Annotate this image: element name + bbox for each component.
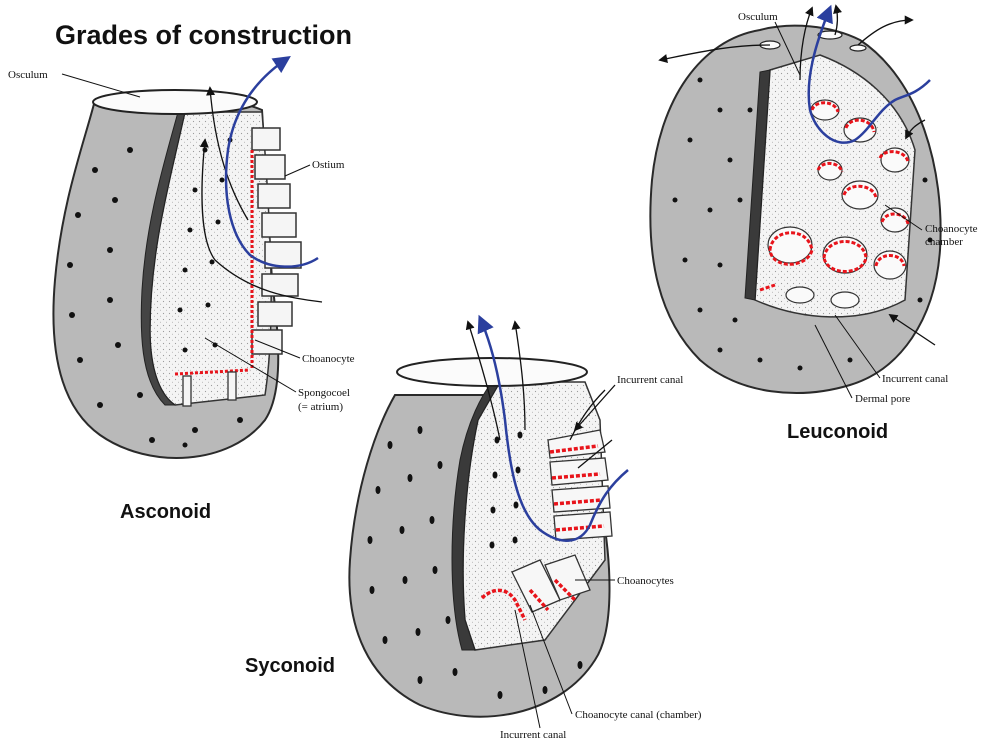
syconoid-osculum-rim bbox=[397, 358, 587, 386]
leuconoid-label-incurrent-canal: Incurrent canal bbox=[882, 373, 948, 385]
asconoid-label-ostium: Ostium bbox=[312, 159, 345, 171]
asconoid-title: Asconoid bbox=[120, 501, 211, 523]
syconoid-label-choanocyte-canal: Choanocyte canal (chamber) bbox=[575, 709, 702, 721]
leuconoid-label-osculum: Osculum bbox=[738, 11, 778, 23]
asconoid-label-osculum: Osculum bbox=[8, 69, 48, 81]
leuconoid-label-choanocyte-chamber-2: chamber bbox=[925, 236, 963, 248]
syconoid-title: Syconoid bbox=[245, 655, 335, 677]
asconoid-osculum-rim bbox=[93, 90, 257, 114]
syconoid-label-incurrent-canal-top: Incurrent canal bbox=[617, 374, 683, 386]
syconoid-label-incurrent-canal-bottom: Incurrent canal bbox=[500, 729, 566, 741]
leuconoid-label-choanocyte-chamber-1: Choanocyte bbox=[925, 223, 978, 235]
asconoid-label-spongocoel-note: (= atrium) bbox=[298, 401, 343, 413]
asconoid-diagram: Osculum Ostium Choanocyte Spongocoel (= … bbox=[8, 58, 355, 523]
leuconoid-title: Leuconoid bbox=[787, 421, 888, 443]
leuconoid-label-dermal-pore: Dermal pore bbox=[855, 393, 910, 405]
page-title: Grades of construction bbox=[55, 20, 352, 50]
asconoid-label-choanocyte: Choanocyte bbox=[302, 353, 355, 365]
leuconoid-diagram: Osculum Choanocyte chamber Incurrent can… bbox=[650, 6, 977, 443]
syconoid-diagram: Incurrent canal Choanocytes Choanocyte c… bbox=[245, 318, 702, 741]
syconoid-label-choanocytes: Choanocytes bbox=[617, 575, 674, 587]
asconoid-label-spongocoel: Spongocoel bbox=[298, 387, 350, 399]
